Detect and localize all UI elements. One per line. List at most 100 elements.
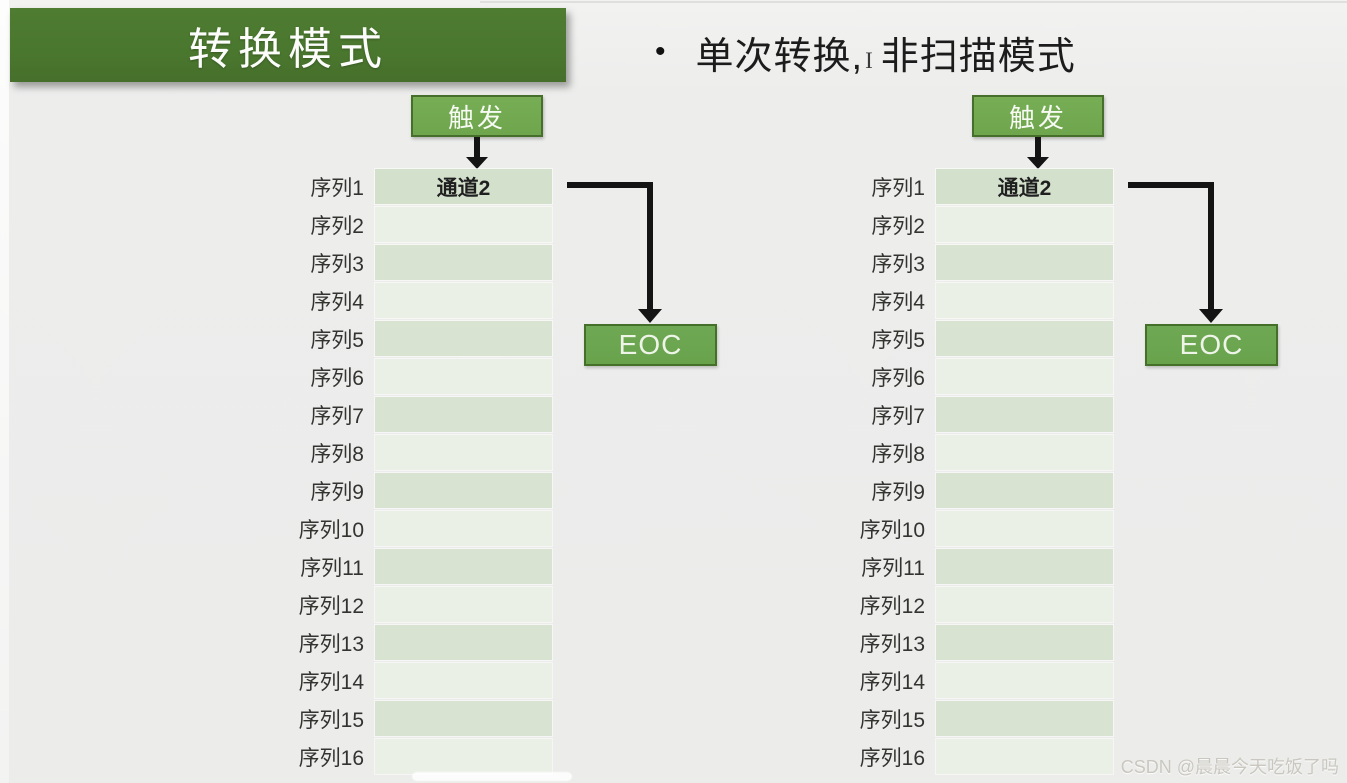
sequence-cell: 通道2 xyxy=(936,169,1113,204)
sequence-label: 序列14 xyxy=(859,670,925,694)
sequence-label: 序列3 xyxy=(871,252,925,276)
trigger-arrow-line xyxy=(474,137,480,158)
sequence-label: 序列5 xyxy=(871,328,925,352)
sequence-row: 序列1 通道2 xyxy=(250,169,563,204)
sequence-label: 序列10 xyxy=(859,518,925,542)
sequence-row: 序列5 xyxy=(250,321,563,356)
eoc-label: EOC xyxy=(1179,329,1244,360)
sequence-cell xyxy=(936,435,1113,470)
sequence-cell xyxy=(375,283,552,318)
sequence-label: 序列9 xyxy=(310,480,364,504)
sequence-label: 序列6 xyxy=(310,366,364,390)
sequence-label: 序列3 xyxy=(310,252,364,276)
sequence-label: 序列1 xyxy=(310,176,364,200)
trigger-box: 触发 xyxy=(972,95,1104,137)
sequence-cell xyxy=(936,321,1113,356)
sequence-row: 序列4 xyxy=(811,283,1124,318)
sequence-label: 序列5 xyxy=(310,328,364,352)
sequence-cell xyxy=(936,663,1113,698)
sequence-label: 序列16 xyxy=(859,746,925,770)
sequence-label: 序列2 xyxy=(871,214,925,238)
sequence-row: 序列16 xyxy=(250,739,563,774)
trigger-label: 触发 xyxy=(447,102,506,133)
sequence-label: 序列15 xyxy=(298,708,364,732)
sequence-cell xyxy=(936,245,1113,280)
sequence-label: 序列4 xyxy=(310,290,364,314)
sequence-row: 序列14 xyxy=(250,663,563,698)
eoc-arrow-vertical xyxy=(1208,182,1214,310)
sequence-label: 序列8 xyxy=(871,442,925,466)
sequence-cell: 通道2 xyxy=(375,169,552,204)
sequence-row: 序列9 xyxy=(250,473,563,508)
sequence-label: 序列12 xyxy=(859,594,925,618)
eoc-box: EOC xyxy=(584,324,717,366)
sequence-cell xyxy=(375,207,552,242)
sequence-label: 序列13 xyxy=(298,632,364,656)
sequence-cell xyxy=(375,359,552,394)
sequence-cell xyxy=(375,245,552,280)
sequence-cell xyxy=(375,587,552,622)
sequence-label: 序列16 xyxy=(298,746,364,770)
sequence-label: 序列7 xyxy=(310,404,364,428)
sequence-cell xyxy=(375,435,552,470)
sequence-label: 序列10 xyxy=(298,518,364,542)
sequence-row: 序列5 xyxy=(811,321,1124,356)
trigger-arrow-line xyxy=(1035,137,1041,158)
left-edge-strip xyxy=(0,0,9,783)
sequence-cell xyxy=(936,397,1113,432)
eoc-arrow-icon xyxy=(1199,309,1223,323)
sequence-row: 序列13 xyxy=(811,625,1124,660)
trigger-box: 触发 xyxy=(411,95,543,137)
sequence-row: 序列13 xyxy=(250,625,563,660)
sequence-cell xyxy=(936,207,1113,242)
sequence-label: 序列11 xyxy=(300,556,364,580)
sequence-cell xyxy=(936,473,1113,508)
sequence-label: 序列14 xyxy=(298,670,364,694)
bullet-text-after: 非扫描模式 xyxy=(880,35,1076,78)
sequence-cell xyxy=(375,549,552,584)
eoc-label: EOC xyxy=(618,329,683,360)
trigger-label: 触发 xyxy=(1008,102,1067,133)
sequence-row: 序列12 xyxy=(811,587,1124,622)
sequence-row: 序列8 xyxy=(811,435,1124,470)
sequence-row: 序列10 xyxy=(811,511,1124,546)
sequence-label: 序列13 xyxy=(859,632,925,656)
trigger-arrow-icon xyxy=(466,157,488,169)
trigger-arrow-icon xyxy=(1027,157,1049,169)
sequence-table: 序列1 通道2 序列2 序列3 序列4 序列5 序列6 序列7 序列8 序列9 序列10 序列11 序列… xyxy=(250,169,563,777)
sequence-label: 序列12 xyxy=(298,594,364,618)
sequence-row: 序列12 xyxy=(250,587,563,622)
sequence-label: 序列2 xyxy=(310,214,364,238)
sequence-cell xyxy=(375,511,552,546)
title-banner: 转换模式 xyxy=(10,8,566,82)
sequence-cell xyxy=(936,511,1113,546)
sequence-cell xyxy=(375,397,552,432)
sequence-row: 序列8 xyxy=(250,435,563,470)
text-cursor-icon: I xyxy=(865,48,873,73)
sequence-label: 序列15 xyxy=(859,708,925,732)
sequence-label: 序列4 xyxy=(871,290,925,314)
sequence-cell xyxy=(375,663,552,698)
sequence-row: 序列15 xyxy=(250,701,563,736)
bullet-text-before: 单次转换, xyxy=(695,35,864,78)
sequence-row: 序列11 xyxy=(811,549,1124,584)
watermark: CSDN @晨晨今天吃饭了吗 xyxy=(1120,757,1339,777)
eoc-arrow-icon xyxy=(638,309,662,323)
sequence-row: 序列4 xyxy=(250,283,563,318)
sequence-cell xyxy=(375,321,552,356)
eoc-box: EOC xyxy=(1145,324,1278,366)
sequence-cell xyxy=(375,739,552,774)
sequence-row: 序列7 xyxy=(250,397,563,432)
sequence-label: 序列6 xyxy=(871,366,925,390)
top-edge-line xyxy=(480,1,1347,3)
page-title: 转换模式 xyxy=(188,25,388,74)
sequence-label: 序列11 xyxy=(861,556,925,580)
sequence-label: 序列7 xyxy=(871,404,925,428)
bottom-highlight-bar xyxy=(412,772,572,781)
sequence-row: 序列11 xyxy=(250,549,563,584)
sequence-row: 序列16 xyxy=(811,739,1124,774)
sequence-label: 序列1 xyxy=(871,176,925,200)
